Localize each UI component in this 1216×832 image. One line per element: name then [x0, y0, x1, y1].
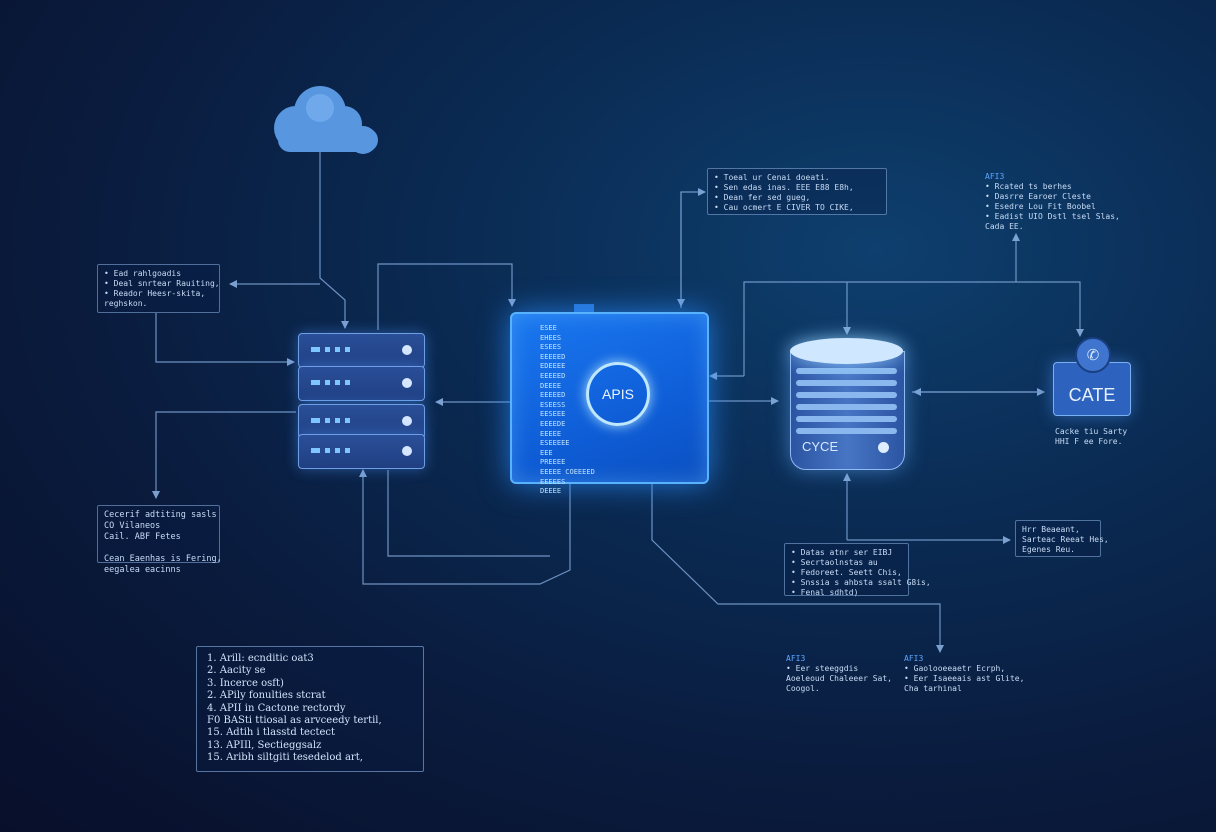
text-group-bottom-b: AFI3 • Gaolooeeaetr Ecrph,• Eer Isaeeais…: [904, 654, 1025, 693]
text-line: • Dasrre Earoer Cleste: [985, 192, 1091, 201]
text-line: HHI F ee Fore.: [1055, 437, 1123, 446]
note-line: • Reador Heesr-skita,: [104, 289, 206, 298]
note-line: • Deal snrtear Rauiting,: [104, 279, 220, 288]
note-line: Sarteac Reeat Hes,: [1022, 535, 1109, 544]
note-right-mid: Hrr Beaeant,Sarteac Reeat Hes,Egenes Reu…: [1015, 520, 1109, 557]
note-line: • Snssia s ahbsta ssalt G8is,: [791, 578, 931, 587]
text-line: • Rcated ts berhes: [985, 182, 1072, 191]
code-line: EHEES: [540, 333, 562, 342]
code-line: EESEEE: [540, 410, 566, 419]
contact-box[interactable]: CATE: [1053, 362, 1131, 416]
note-top-center: • Toeal ur Cenai doeati.• Sen edas inas.…: [707, 168, 887, 215]
note-line: • Cau ocmert E CIVER TO CIKE,: [714, 203, 854, 212]
power-knob-icon: [402, 345, 412, 355]
note-line: • Dean fer sed gueg,: [714, 193, 811, 202]
server-unit-1[interactable]: [298, 333, 425, 368]
list-item: 15. Adtih i tlasstd tectect: [207, 727, 336, 739]
note-line: reghskon.: [104, 299, 148, 308]
note-db-bottom: • Datas atnr ser EIBJ• Secrtaolnstas au•…: [784, 543, 931, 597]
note-line: Cecerif adtiting sasls: [104, 510, 217, 520]
note-line: Cail. ABF Fetes: [104, 532, 181, 542]
text-line: Cacke tiu Sarty: [1055, 427, 1128, 436]
code-line: DEEEE: [540, 487, 562, 496]
database-label: CYCE: [802, 439, 839, 454]
note-line: Hrr Beaeant,: [1022, 525, 1080, 534]
text-line: • Eer steeggdis: [786, 664, 859, 673]
list-item: 3. Incerce osft): [207, 677, 284, 689]
note-line: • Datas atnr ser EIBJ: [791, 548, 893, 557]
text-group-top-right: AFI3 • Rcated ts berhes• Dasrre Earoer C…: [985, 172, 1120, 231]
note-line: CO Vilaneos: [104, 521, 161, 531]
list-item: 15. Aribh siltgiti tesedelod art,: [207, 752, 363, 764]
server-leds: [311, 347, 350, 352]
code-line: EEEEES: [540, 477, 566, 486]
note-line: • Toeal ur Cenai doeati.: [714, 173, 830, 182]
hub-label: APIS: [586, 362, 650, 426]
server-unit-2[interactable]: [298, 366, 425, 401]
note-line: [104, 543, 213, 554]
code-line: EEEEE: [540, 429, 562, 438]
text-line: • Eer Isaeeais ast Glite,: [904, 674, 1025, 683]
list-item: F0 BASti ttiosal as arvceedy tertil,: [207, 715, 382, 727]
text-line: Aoeleoud Chaleeer Sat,: [786, 674, 892, 683]
power-knob-icon: [402, 416, 412, 426]
text-line: Cada EE.: [985, 222, 1024, 231]
text-line: Coogol.: [786, 684, 820, 693]
code-line: EDEEEE: [540, 362, 566, 371]
code-line: EEEEED: [540, 371, 566, 380]
note-line: • Fenal sdhtd): [791, 588, 859, 597]
contact-box-label: CATE: [1068, 385, 1116, 405]
text-line: • Gaolooeeaetr Ecrph,: [904, 664, 1006, 673]
list-item: 1. Arill: ecnditic oat3: [207, 653, 314, 664]
code-line: DEEEE: [540, 381, 562, 390]
database-knob-icon: [878, 442, 889, 453]
code-line: ESEESS: [540, 400, 566, 409]
power-knob-icon: [402, 446, 412, 456]
note-top-left: • Ead rahlgoadis• Deal snrtear Rauiting,…: [97, 264, 220, 313]
server-unit-4[interactable]: [298, 434, 425, 469]
note-line: • Fedoreet. Seett Chis,: [791, 568, 902, 577]
database-cylinder[interactable]: CYCE: [790, 338, 905, 470]
list-item: 2. Aacity se: [207, 665, 266, 677]
phone-icon[interactable]: ✆: [1075, 337, 1111, 373]
code-line: PREEEE: [540, 458, 566, 467]
note-line: • Secrtaolnstas au: [791, 558, 878, 567]
note-line: • Ead rahlgoadis: [104, 269, 182, 278]
text-line: Cha tarhinal: [904, 684, 962, 693]
server-unit-3[interactable]: [298, 404, 425, 439]
list-item: 2. APily fonulties stcrat: [207, 690, 326, 702]
code-line: ESEES: [540, 343, 562, 352]
code-line: ESEE: [540, 324, 557, 332]
code-line: EEEEED: [540, 391, 566, 400]
server-leds: [311, 418, 350, 423]
note-line: • Sen edas inas. EEE E88 E8h,: [714, 183, 854, 192]
cloud-icon: [274, 86, 378, 154]
text-line: • Esedre Lou Fit Boobel: [985, 202, 1096, 211]
note-line: eegalea eacinns: [104, 565, 181, 575]
server-leds: [311, 380, 350, 385]
note-line: Cean Eaenhas is Fering,: [104, 554, 222, 564]
code-line: EEEEED: [540, 352, 566, 361]
code-line: ESEEEEE: [540, 439, 570, 448]
power-knob-icon: [402, 378, 412, 388]
server-leds: [311, 448, 350, 453]
code-line: EEE: [540, 448, 553, 457]
list-item: 13. APIIl, Sectieggsalz: [207, 739, 322, 751]
list-item: 4. APII in Cactone rectordy: [207, 702, 346, 714]
note-line: Egenes Reu.: [1022, 545, 1075, 554]
code-line: EEEEE COEEEED: [540, 467, 595, 476]
text-line: • Eadist UIO Dstl tsel Slas,: [985, 212, 1120, 221]
code-line: EEEEDE: [540, 419, 566, 428]
